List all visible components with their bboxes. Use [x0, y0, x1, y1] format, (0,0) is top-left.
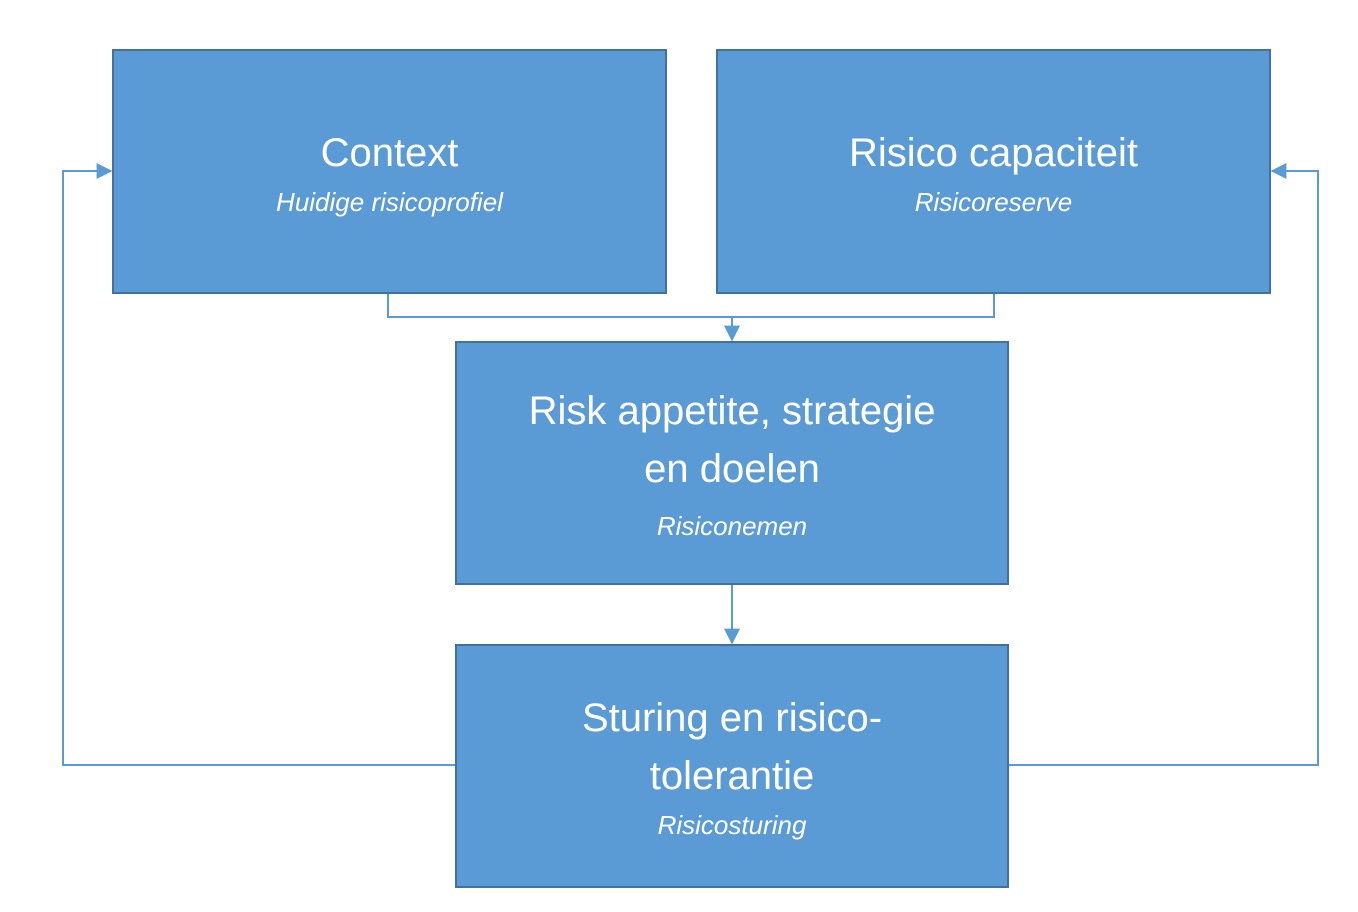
steering-subtitle: Risicosturing	[657, 810, 807, 840]
risk-capacity-subtitle: Risicoreserve	[914, 186, 1073, 217]
risk-appetite-box: Risk appetite, strategie en doelen Risic…	[455, 341, 1009, 585]
feedback-arrow-steering-to-capacity	[1009, 163, 1319, 766]
risk-appetite-title-line1: Risk appetite, strategie	[528, 389, 936, 433]
connector-context-capacity-to-appetite	[387, 294, 995, 318]
context-title: Context	[320, 130, 459, 175]
risk-appetite-subtitle: Risiconemen	[656, 511, 808, 541]
steering-title-line2: tolerantie	[649, 754, 815, 798]
risk-capacity-box: Risico capaciteit Risicoreserve	[716, 49, 1271, 294]
feedback-arrow-steering-to-context	[62, 163, 455, 766]
risk-appetite-title-line2: en doelen	[644, 447, 820, 491]
risk-capacity-title: Risico capaciteit	[848, 130, 1138, 175]
context-subtitle: Huidige risicoprofiel	[276, 186, 503, 217]
steering-box: Sturing en risico- tolerantie Risicostur…	[455, 644, 1009, 888]
steering-title-line1: Sturing en risico-	[581, 696, 883, 740]
context-box: Context Huidige risicoprofiel	[112, 49, 667, 294]
